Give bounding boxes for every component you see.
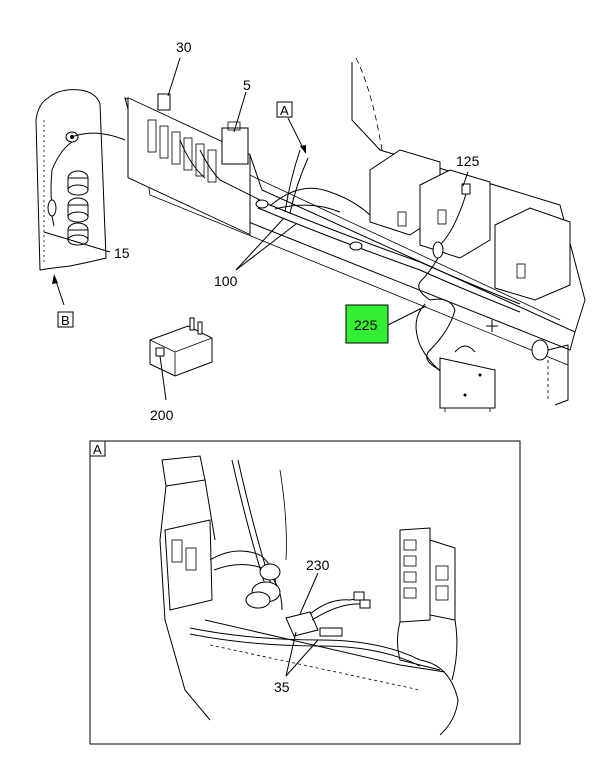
callout-30: 30 — [176, 39, 192, 55]
callout-100: 100 — [214, 273, 238, 289]
detail-a-drawing — [159, 455, 459, 736]
callout-225-highlight[interactable]: 225 — [345, 304, 389, 344]
callout-125: 125 — [456, 153, 480, 169]
leader-lines — [52, 57, 469, 329]
detail-a-tag: A — [93, 442, 102, 457]
relay-part-200 — [149, 317, 213, 401]
detail-a-frame: A — [89, 440, 521, 745]
fuse-block-slots — [147, 119, 217, 183]
callout-225: 225 — [354, 317, 378, 333]
svg-text:B: B — [61, 313, 70, 328]
view-tag-a: A — [276, 101, 293, 118]
knob-stack — [67, 170, 89, 246]
view-tag-b: B — [57, 311, 74, 328]
callout-200: 200 — [150, 407, 174, 423]
callout-35: 35 — [274, 679, 290, 695]
dash-panel-drawing — [124, 57, 586, 412]
callout-5: 5 — [243, 77, 251, 93]
callout-15: 15 — [114, 245, 130, 261]
callout-230: 230 — [306, 557, 330, 573]
left-panel-drawing — [35, 89, 126, 271]
svg-text:A: A — [280, 103, 289, 118]
